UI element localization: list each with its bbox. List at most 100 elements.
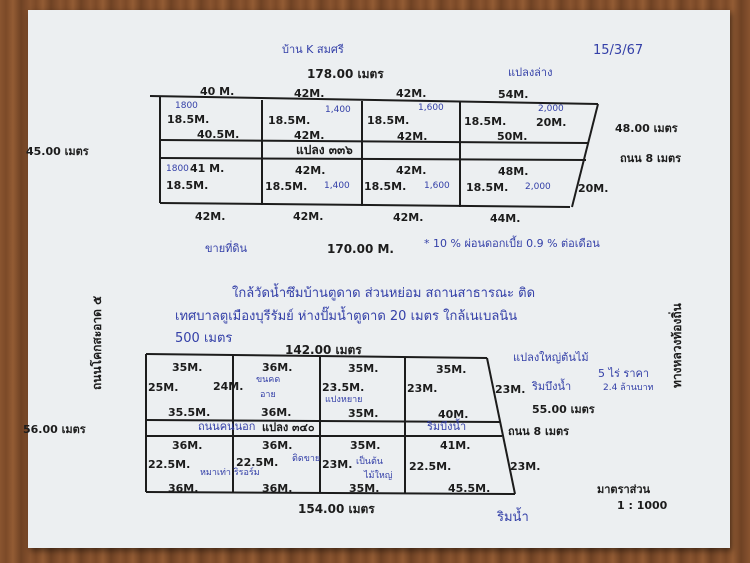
- p2-r2-top-1: 36M.: [172, 439, 203, 452]
- p1-r2-height-1: 18.5M.: [166, 179, 209, 192]
- p2-r2-height-1: 22.5M.: [148, 458, 191, 471]
- plot2-right-side: 55.00 เมตร: [532, 403, 595, 416]
- p2-note-1: ขนคด: [256, 375, 281, 385]
- big-plot-note: แปลงใหญ่ต้นไม้: [513, 351, 589, 364]
- p2-note-5: หมาเท่า ริรอร์ม: [200, 468, 260, 478]
- upper-plot-mid-line-1: [159, 139, 589, 144]
- area-note: 5 ไร่ ราคา: [598, 367, 650, 380]
- p2-r1-bottom-4: 40M.: [438, 408, 469, 421]
- date-label: 15/3/67: [593, 43, 644, 58]
- p1-r2-right: 20M.: [578, 182, 609, 195]
- description-line-2: เทศบาลตูเมืองบุรีรัมย์ ห่างปั๊มน้ำตูดาด …: [175, 309, 518, 324]
- p1-r1-bottom-2: 42M.: [294, 129, 325, 142]
- upper-plot-top-line: [149, 95, 599, 105]
- plot2-road-name: แปลง ๓๔๐: [262, 421, 315, 434]
- p2-r1-bottom-2: 36M.: [261, 406, 292, 419]
- finance-note: * 10 % ผ่อนดอกเบี้ย 0.9 % ต่อเดือน: [424, 237, 600, 250]
- p1-r2-bottom-3: 42M.: [393, 211, 424, 224]
- left-road-label: ถนนโคกสะอาด ๕: [90, 295, 104, 390]
- p1-r2-height-2: 18.5M.: [265, 180, 308, 193]
- p1-r1-top-1: 40 M.: [200, 85, 235, 98]
- p1-r2-height-4: 18.5M.: [466, 181, 509, 194]
- p1-r1-top-3: 42M.: [396, 87, 427, 100]
- plot-label: แปลงล่าง: [508, 66, 553, 79]
- plot1-top-total: 178.00 เมตร: [307, 67, 384, 81]
- p1-r2-top-3: 42M.: [396, 164, 427, 177]
- p1-r1-height-2: 18.5M.: [268, 114, 311, 127]
- p2-r1-top-3: 35M.: [348, 362, 379, 375]
- p2-r2-top-2: 36M.: [262, 439, 293, 452]
- p2-r2-height-5: 23M.: [510, 460, 541, 473]
- p2-note-6: เป็นต้น: [356, 457, 383, 467]
- description-line-3: 500 เมตร: [175, 331, 233, 346]
- description-line-1: ใกล้วัดน้ำซึมบ้านตูดาด ส่วนหย่อม สถานสาธ…: [232, 286, 536, 301]
- p1-r1-bottom-4: 50M.: [497, 130, 528, 143]
- p1-r1-price-4: 2,000: [538, 104, 564, 114]
- p1-r2-price-3: 1,600: [424, 181, 450, 191]
- p2-r1-height-1: 25M.: [148, 381, 179, 394]
- lower-plot-right-edge: [486, 357, 516, 495]
- p1-r1-price-2: 1,400: [325, 105, 351, 115]
- p2-note-7: ไม้ใหญ่: [364, 471, 393, 481]
- p2-r2-bottom-1: 36M.: [168, 482, 199, 495]
- upper-plot-bottom-line: [159, 202, 571, 208]
- p2-r2-height-3: 23M.: [322, 458, 353, 471]
- p1-r2-price-4: 2,000: [525, 182, 551, 192]
- price-note: 2.4 ล้านบาท: [603, 383, 654, 393]
- p1-r1-height-3: 18.5M.: [367, 114, 410, 127]
- plot2-left-side: 56.00 เมตร: [23, 423, 86, 436]
- plot1-bottom-total: 170.00 M.: [327, 242, 394, 256]
- p1-r1-price-1: 1800: [175, 101, 198, 111]
- p2-r1-top-1: 35M.: [172, 361, 203, 374]
- p2-r1-height-4: 23M.: [407, 382, 438, 395]
- plot2-bottom-total: 154.00 เมตร: [298, 502, 375, 516]
- lower-plot-mid-line-1: [145, 419, 501, 423]
- p2-r2-bottom-2: 36M.: [262, 482, 293, 495]
- p1-r2-bottom-2: 42M.: [293, 210, 324, 223]
- p1-r2-price-1: 1800: [166, 164, 189, 174]
- p2-r1-height-5: 23M.: [495, 383, 526, 396]
- upper-plot-mid-line-2: [159, 157, 587, 161]
- p1-r1-height-1: 18.5M.: [167, 113, 210, 126]
- p1-r1-top-4: 54M.: [498, 88, 529, 101]
- p2-r1-height-3: 23.5M.: [322, 381, 365, 394]
- plot1-right-side: 48.00 เมตร: [615, 122, 678, 135]
- upper-plot-right-edge: [571, 103, 599, 208]
- p1-r2-top-4: 48M.: [498, 165, 529, 178]
- p1-r1-bottom-3: 42M.: [397, 130, 428, 143]
- plot2-road-left: ถนนคนนอก: [198, 420, 256, 433]
- sell-label: ขายที่ดิน: [205, 242, 248, 255]
- plot1-road: ถนน 8 เมตร: [620, 152, 682, 165]
- p1-r2-bottom-1: 42M.: [195, 210, 226, 223]
- p1-r1-price-3: 1,600: [418, 103, 444, 113]
- plot2-top-total: 142.00 เมตร: [285, 343, 362, 357]
- p2-r1-bottom-3: 35M.: [348, 407, 379, 420]
- plot1-left-side: 45.00 เมตร: [26, 145, 89, 158]
- p2-note-3: แปงหยาย: [325, 395, 363, 405]
- p2-r2-top-4: 41M.: [440, 439, 471, 452]
- plot2-road-right: ริมบึงน้ำ: [427, 420, 467, 433]
- p1-r1-top-2: 42M.: [294, 87, 325, 100]
- water-note: ริมบึงน้ำ: [532, 380, 572, 393]
- scale-label: มาตราส่วน: [597, 483, 651, 496]
- p2-r1-top-2: 36M.: [262, 361, 293, 374]
- lower-plot-bottom-line: [145, 491, 516, 495]
- top-note: บ้าน K สมศรี: [282, 43, 344, 56]
- p1-r1-height-4: 18.5M.: [464, 115, 507, 128]
- p2-r1-top-4: 35M.: [436, 363, 467, 376]
- scale-value: 1 : 1000: [617, 499, 668, 512]
- p2-note-2: อาย: [260, 390, 276, 400]
- p2-r2-bottom-4: 45.5M.: [448, 482, 491, 495]
- plot1-road-name: แปลง ๓๓๖: [296, 143, 353, 157]
- p1-r2-price-2: 1,400: [324, 181, 350, 191]
- p2-r2-bottom-3: 35M.: [349, 482, 380, 495]
- lower-plot-top-line: [145, 353, 488, 359]
- p2-r2-top-3: 35M.: [350, 439, 381, 452]
- p2-r1-height-2: 24M.: [213, 380, 244, 393]
- p1-r2-height-3: 18.5M.: [364, 180, 407, 193]
- plot2-road: ถนน 8 เมตร: [508, 425, 570, 438]
- p2-note-4: ติดขาย: [292, 454, 321, 464]
- p1-r2-bottom-4: 44M.: [490, 212, 521, 225]
- p2-r2-height-2: 22.5M.: [236, 456, 279, 469]
